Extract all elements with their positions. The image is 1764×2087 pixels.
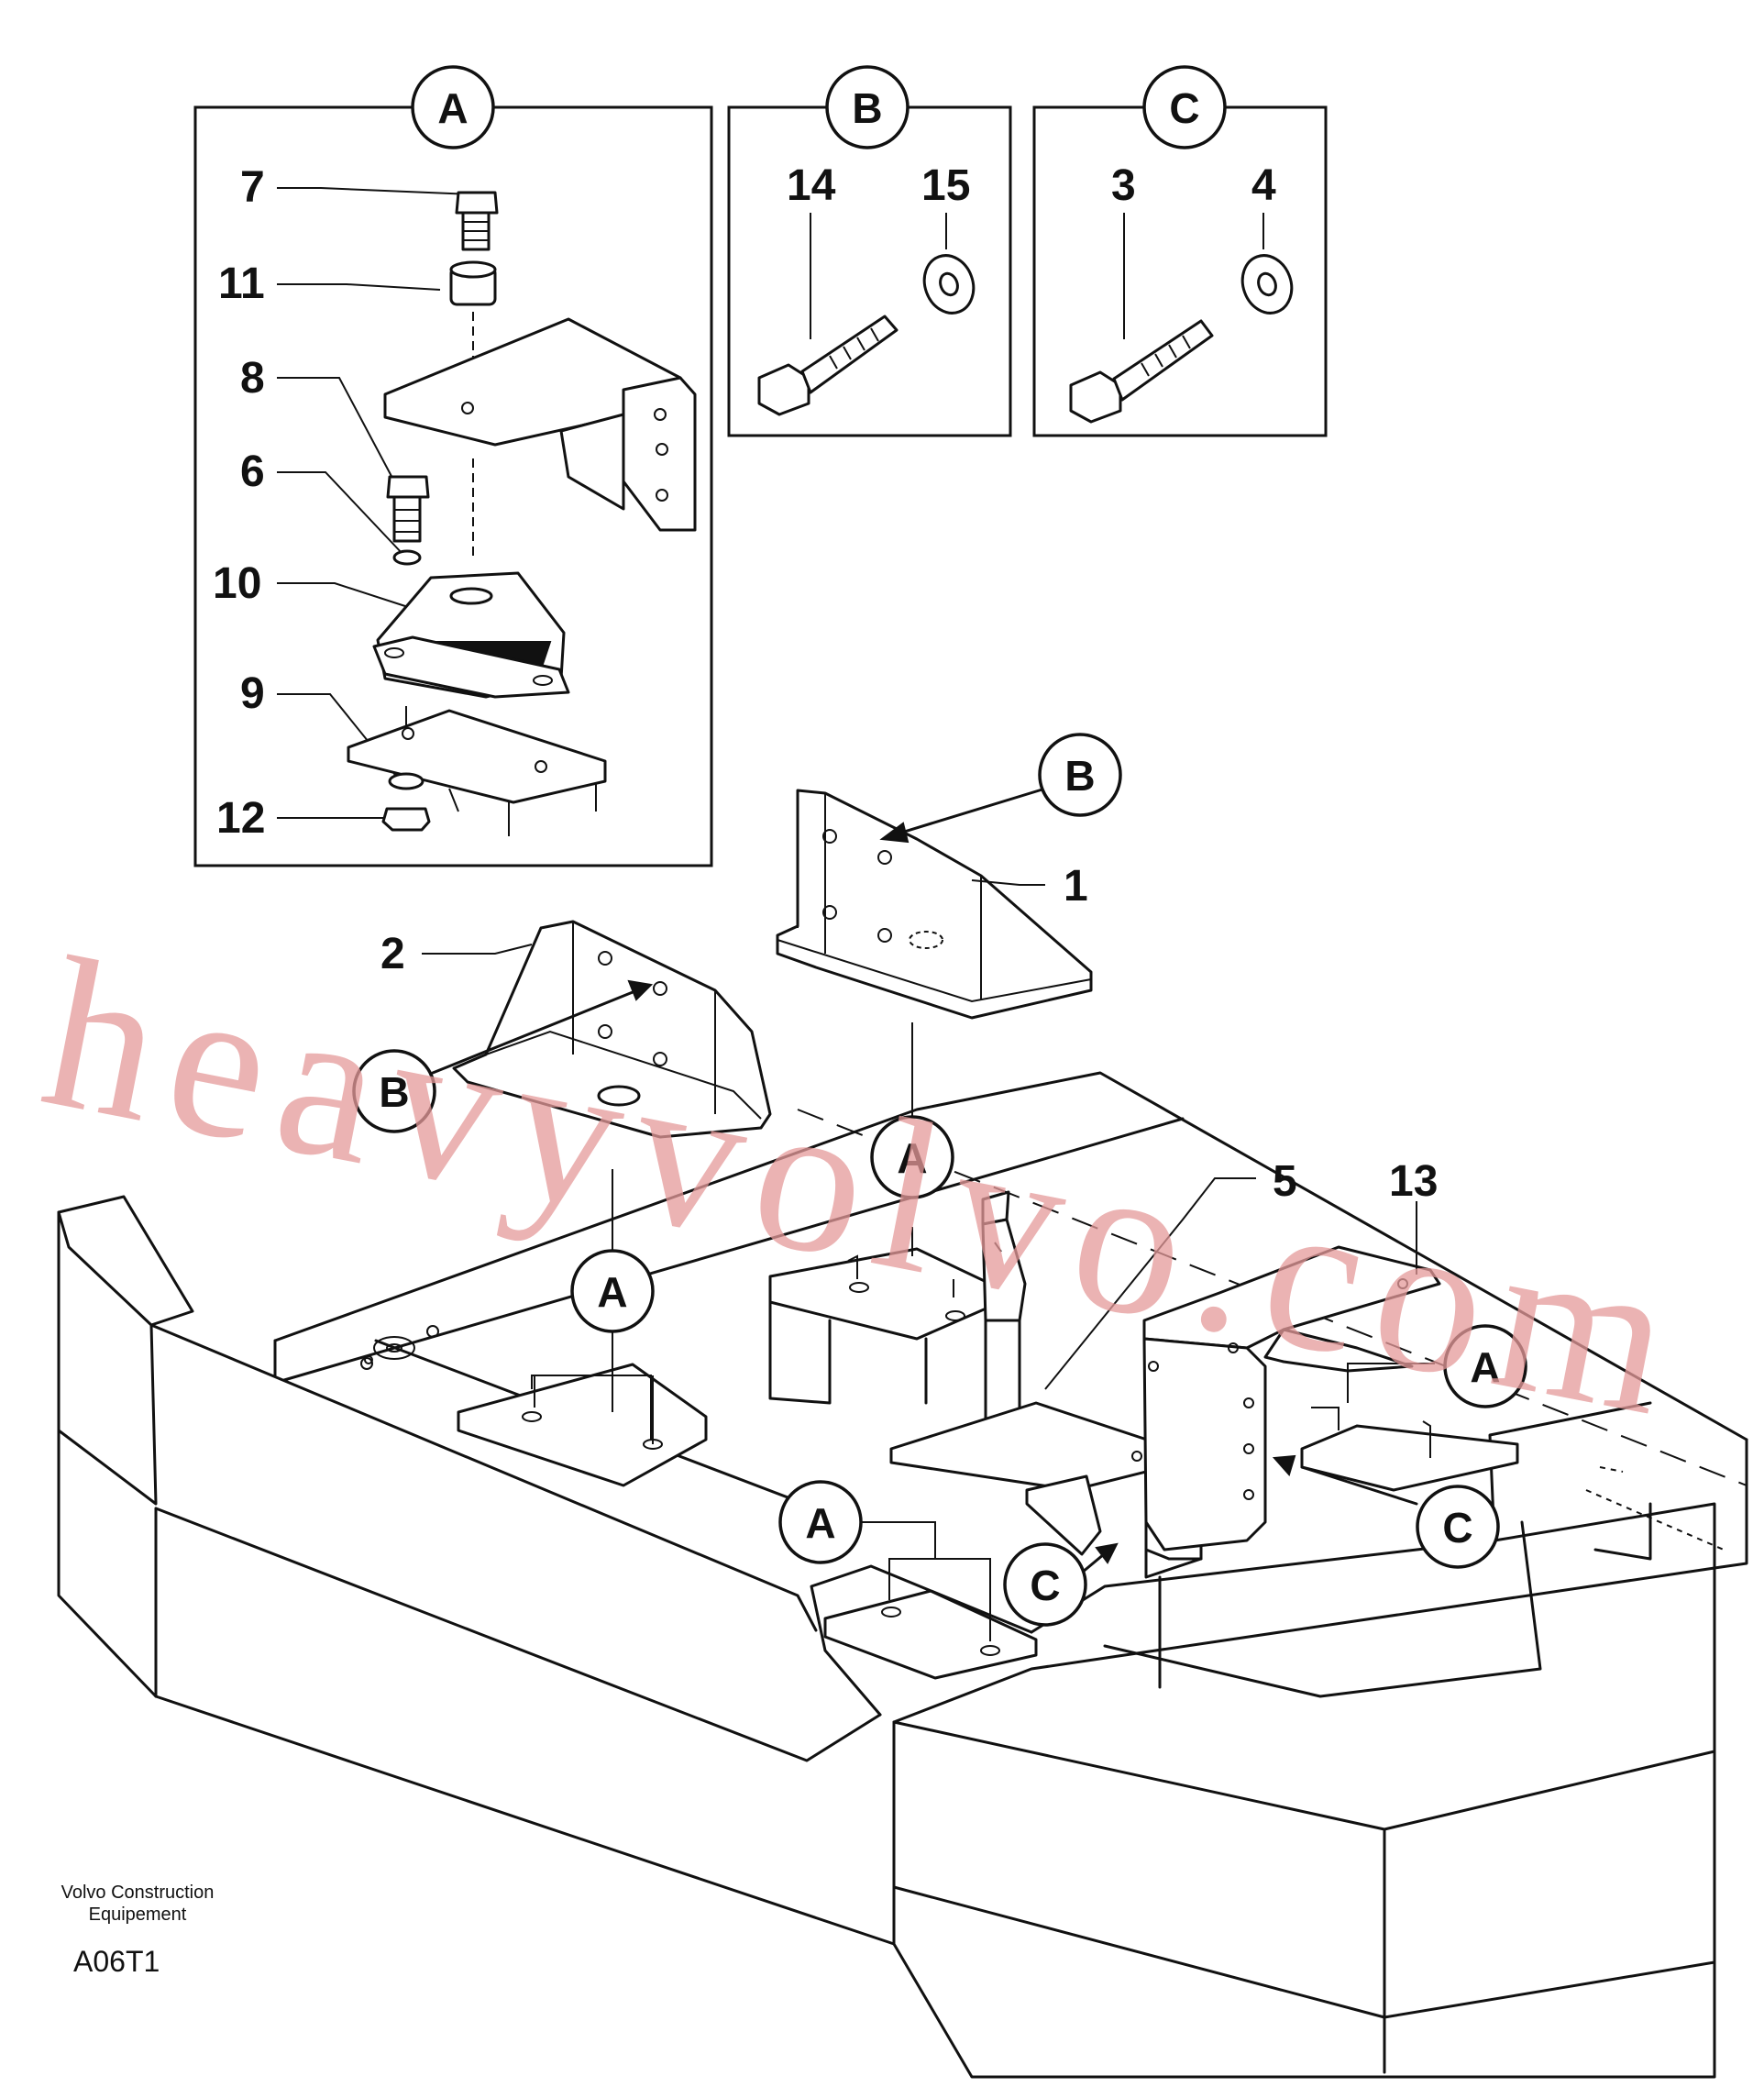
callout-label: C bbox=[1442, 1504, 1472, 1551]
bolt-7-drawing bbox=[455, 191, 499, 251]
panel-c-circle bbox=[1142, 65, 1227, 149]
bracket-13-drawing bbox=[1142, 1245, 1519, 1551]
callout-label: A bbox=[897, 1134, 927, 1182]
watermark: heavyvolvo.com bbox=[28, 912, 1703, 1463]
upper-bracket-drawing bbox=[383, 317, 697, 532]
callout-label: C bbox=[1030, 1562, 1060, 1609]
part-number: 7 bbox=[240, 163, 265, 212]
callout-label: B bbox=[1064, 752, 1095, 800]
callout-label: A bbox=[597, 1268, 627, 1316]
arrow-b-to-bracket-2 bbox=[431, 987, 644, 1075]
detail-panel-b: B 14 15 bbox=[727, 65, 1012, 437]
part-number: 10 bbox=[213, 559, 261, 608]
part-number-1: 1 bbox=[1064, 862, 1088, 911]
leader-5 bbox=[1044, 1177, 1256, 1390]
reference-callouts: B B A A A A C C bbox=[352, 733, 1527, 1627]
leader-7 bbox=[277, 187, 473, 195]
callout-circle bbox=[1416, 1485, 1500, 1569]
rubber-mount-10-drawing bbox=[372, 571, 570, 699]
bracket-2-drawing bbox=[452, 920, 772, 1139]
cross-member-drawing bbox=[457, 1247, 992, 1487]
arrow-b-to-bracket-1 bbox=[888, 787, 1047, 838]
part-number: 8 bbox=[240, 354, 265, 403]
callout-circle bbox=[570, 1249, 655, 1333]
nut-12-drawing bbox=[381, 807, 431, 832]
callout-circle bbox=[870, 1115, 954, 1199]
callout-label: A bbox=[805, 1499, 835, 1547]
part-number: 11 bbox=[218, 259, 265, 308]
leader-11 bbox=[277, 283, 441, 291]
callout-circle bbox=[352, 1049, 436, 1133]
washer-15-drawing bbox=[922, 254, 976, 315]
leader-10 bbox=[277, 582, 409, 608]
part-number: 12 bbox=[216, 794, 265, 843]
part-number: 15 bbox=[921, 161, 970, 210]
leader-a-right bbox=[1347, 1363, 1435, 1403]
panel-b-label: B bbox=[852, 84, 882, 132]
footer-code: A06T1 bbox=[73, 1945, 160, 1978]
part-number-2: 2 bbox=[380, 930, 405, 978]
detail-panel-c: C 3 4 bbox=[1032, 65, 1328, 437]
bolt-3-drawing bbox=[1069, 319, 1214, 424]
callout-circle bbox=[1038, 733, 1122, 817]
part-number-13: 13 bbox=[1389, 1157, 1438, 1206]
arrow-c-right bbox=[1300, 1465, 1418, 1506]
panel-b-circle bbox=[825, 65, 910, 149]
bracket-1-drawing bbox=[776, 789, 1093, 1020]
panel-a-label: A bbox=[437, 84, 468, 132]
bolt-14-drawing bbox=[757, 315, 899, 416]
panel-a-circle bbox=[411, 65, 495, 149]
base-plate-drawing bbox=[347, 709, 607, 836]
part-number-5: 5 bbox=[1273, 1157, 1297, 1206]
bolt-8-drawing bbox=[386, 475, 430, 566]
leader-1 bbox=[971, 879, 1045, 886]
washer-9-drawing bbox=[388, 772, 424, 790]
part-number: 9 bbox=[240, 669, 265, 718]
front-pad-drawing bbox=[823, 1558, 1038, 1680]
detail-panel-a: A 7 11 8 6 10 9 12 bbox=[193, 65, 713, 867]
callout-circle bbox=[1003, 1542, 1087, 1627]
callout-label: B bbox=[379, 1068, 409, 1116]
callout-circle bbox=[778, 1480, 863, 1564]
leader-6 bbox=[277, 471, 404, 556]
footer-maker-line-2: Equipement bbox=[89, 1905, 187, 1925]
leader-8 bbox=[277, 377, 395, 482]
leader-2 bbox=[422, 944, 533, 955]
part-number: 4 bbox=[1251, 161, 1276, 210]
footer-maker-line-1: Volvo Construction bbox=[61, 1883, 215, 1903]
part-number: 14 bbox=[787, 161, 836, 210]
panel-c-label: C bbox=[1169, 84, 1199, 132]
leader-a-front bbox=[862, 1521, 936, 1559]
callout-circle bbox=[1443, 1324, 1527, 1408]
part-number: 6 bbox=[240, 447, 265, 496]
callout-label: A bbox=[1470, 1343, 1500, 1391]
part-number: 3 bbox=[1111, 161, 1136, 210]
washer-4-drawing bbox=[1240, 254, 1294, 315]
spacer-11-drawing bbox=[449, 260, 497, 306]
